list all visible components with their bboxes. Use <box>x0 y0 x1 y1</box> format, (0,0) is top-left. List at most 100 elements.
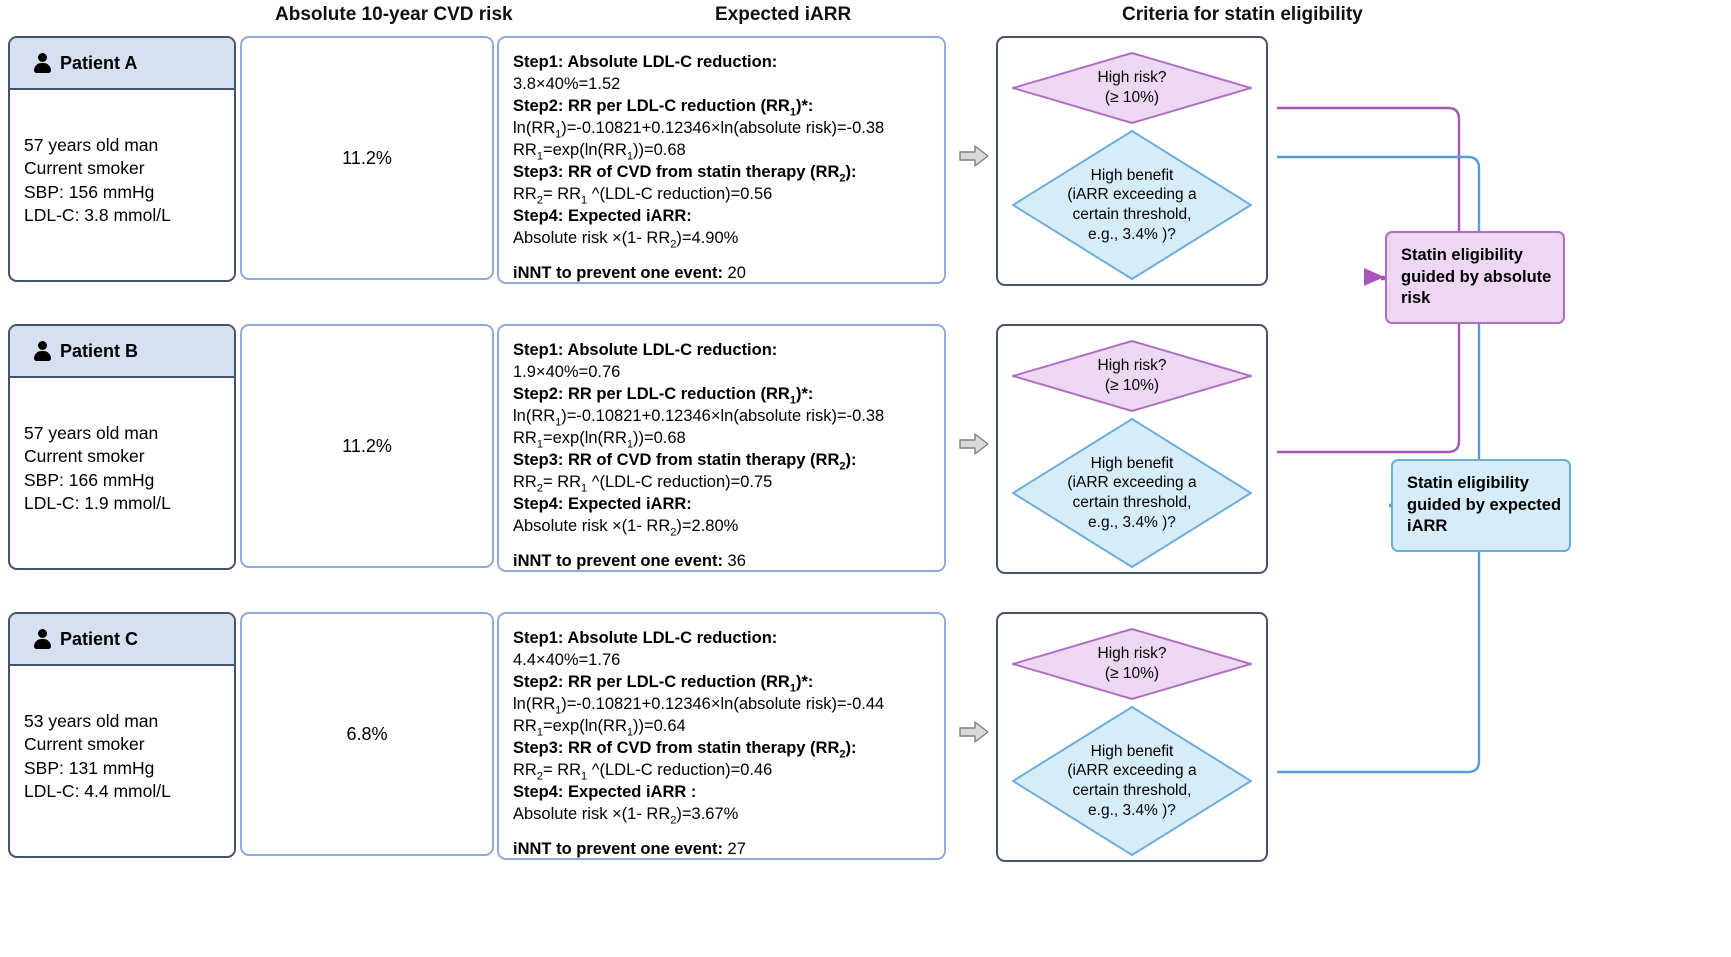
step1-value: 3.8×40%=1.52 <box>513 74 621 93</box>
rr2-value: 0.75 <box>740 472 773 491</box>
high-benefit-line1: High benefit <box>1090 454 1174 472</box>
iarr-calculation-box: Step1: Absolute LDL-C reduction: 3.8×40%… <box>497 36 946 284</box>
person-icon <box>34 53 51 73</box>
absolute-risk-box: 11.2% <box>240 36 494 280</box>
step4-iarr-value: Absolute risk ×(1- RR2)=3.67% <box>513 804 739 826</box>
outcome-absolute-risk-label: Statin eligibility guided by absolute ri… <box>1401 246 1552 308</box>
step4-label: Step4: Expected iARR: <box>513 494 692 513</box>
high-risk-line1: High risk? <box>1097 357 1167 375</box>
ln-value: -0.44 <box>846 694 885 713</box>
absolute-risk-value: 11.2% <box>342 435 392 456</box>
outcome-expected-iarr-label: Statin eligibility guided by expected iA… <box>1407 474 1562 536</box>
patient-name: Patient A <box>60 52 138 73</box>
high-benefit-diamond: High benefit (iARR exceeding a certain t… <box>1012 418 1252 568</box>
demographic-line: LDL-C: 3.8 mmol/L <box>24 204 171 225</box>
step1-label: Step1: Absolute LDL-C reduction: <box>513 629 778 647</box>
patient-card-header: Patient A <box>10 38 234 90</box>
demographic-line: 53 years old man <box>24 711 159 731</box>
demographic-line: 57 years old man <box>24 423 159 443</box>
innt-value: 36 <box>727 552 746 571</box>
high-benefit-line1: High benefit <box>1090 742 1174 760</box>
iarr-calculation-box: Step1: Absolute LDL-C reduction: 4.4×40%… <box>497 612 946 860</box>
high-benefit-line4: e.g., 3.4% )? <box>1088 513 1176 531</box>
step4-label: Step4: Expected iARR: <box>513 206 692 225</box>
block-arrow-right-icon <box>959 145 989 167</box>
step1-label: Step1: Absolute LDL-C reduction: <box>513 341 778 359</box>
step2-label: Step2: RR per LDL-C reduction (RR1)*: <box>513 384 814 407</box>
high-risk-line2: (≥ 10%) <box>1104 89 1160 106</box>
absolute-risk-value: 11.2% <box>342 147 392 168</box>
step1-value: 4.4×40%=1.76 <box>513 650 621 669</box>
ln-value: -0.38 <box>846 118 885 137</box>
person-icon <box>34 629 51 649</box>
high-benefit-diamond-text: High benefit (iARR exceeding a certain t… <box>1061 454 1202 533</box>
demographic-line: LDL-C: 1.9 mmol/L <box>24 492 171 513</box>
high-benefit-line3: certain threshold, <box>1072 206 1192 223</box>
step3-rr2-value: RR2= RR1 ^(LDL-C reduction)=0.75 <box>513 472 773 494</box>
demographic-line: SBP: 156 mmHg <box>24 181 155 202</box>
high-risk-line2: (≥ 10%) <box>1104 377 1160 394</box>
high-benefit-diamond-text: High benefit (iARR exceeding a certain t… <box>1061 742 1202 821</box>
step3-label: Step3: RR of CVD from statin therapy (RR… <box>513 450 857 472</box>
high-risk-line1: High risk? <box>1097 645 1167 663</box>
patient-card-header: Patient B <box>10 326 234 378</box>
outcome-box-absolute-risk[interactable]: Statin eligibility guided by absolute ri… <box>1385 231 1565 324</box>
step2-label: Step2: RR per LDL-C reduction (RR1)*: <box>513 672 814 695</box>
high-risk-diamond-text: High risk? (≥ 10%) <box>1092 68 1173 107</box>
patient-card[interactable]: Patient A 57 years old man Current smoke… <box>8 36 236 282</box>
high-benefit-line3: certain threshold, <box>1072 782 1192 799</box>
patient-name: Patient C <box>60 628 139 649</box>
rr1-value: 0.68 <box>653 428 686 447</box>
column-header-absolute-risk: Absolute 10-year CVD risk <box>275 4 513 25</box>
person-icon <box>34 341 51 361</box>
criteria-box: High risk? (≥ 10%) High benefit (iARR ex… <box>996 36 1268 286</box>
demographic-line: Current smoker <box>24 446 145 467</box>
patient-demographics: 57 years old man Current smoker SBP: 166… <box>10 378 234 515</box>
innt-label: iNNT to prevent one event: <box>513 552 723 571</box>
high-benefit-line4: e.g., 3.4% )? <box>1088 801 1176 819</box>
innt-row: iNNT to prevent one event: 27 <box>513 839 944 861</box>
step4-iarr-value: Absolute risk ×(1- RR2)=4.90% <box>513 228 739 250</box>
demographic-line: Current smoker <box>24 734 145 755</box>
high-benefit-diamond: High benefit (iARR exceeding a certain t… <box>1012 706 1252 856</box>
step2-label: Step2: RR per LDL-C reduction (RR1)*: <box>513 96 814 119</box>
high-risk-diamond-text: High risk? (≥ 10%) <box>1092 356 1173 395</box>
rr1-value: 0.64 <box>653 716 686 735</box>
step2-rr1-value: RR1=exp(ln(RR1))=0.68 <box>513 140 686 163</box>
outcome-box-expected-iarr[interactable]: Statin eligibility guided by expected iA… <box>1391 459 1571 552</box>
patient-name: Patient B <box>60 340 139 361</box>
demographic-line: SBP: 166 mmHg <box>24 469 155 490</box>
high-benefit-line1: High benefit <box>1090 166 1174 184</box>
high-risk-line1: High risk? <box>1097 69 1167 87</box>
step4-label: Step4: Expected iARR : <box>513 782 697 801</box>
rr1-value: 0.68 <box>653 140 686 159</box>
iarr-value: 2.80% <box>691 516 739 535</box>
block-arrow-right-icon <box>959 721 989 743</box>
step4-iarr-value: Absolute risk ×(1- RR2)=2.80% <box>513 516 739 538</box>
patient-demographics: 53 years old man Current smoker SBP: 131… <box>10 666 234 803</box>
high-benefit-line2: (iARR exceeding a <box>1067 762 1197 780</box>
innt-value: 20 <box>727 264 746 283</box>
high-benefit-line4: e.g., 3.4% )? <box>1088 225 1176 243</box>
demographic-line: SBP: 131 mmHg <box>24 757 155 778</box>
innt-value: 27 <box>727 840 746 859</box>
high-risk-diamond: High risk? (≥ 10%) <box>1012 52 1252 124</box>
iarr-calculation-box: Step1: Absolute LDL-C reduction: 1.9×40%… <box>497 324 946 572</box>
patient-card[interactable]: Patient B 57 years old man Current smoke… <box>8 324 236 570</box>
high-benefit-line3: certain threshold, <box>1072 494 1192 511</box>
high-risk-line2: (≥ 10%) <box>1104 665 1160 682</box>
demographic-line: Current smoker <box>24 158 145 179</box>
step3-rr2-value: RR2= RR1 ^(LDL-C reduction)=0.56 <box>513 184 773 206</box>
rr2-value: 0.56 <box>740 184 773 203</box>
absolute-risk-box: 11.2% <box>240 324 494 568</box>
rr2-value: 0.46 <box>740 760 773 779</box>
high-risk-diamond: High risk? (≥ 10%) <box>1012 628 1252 700</box>
absolute-risk-box: 6.8% <box>240 612 494 856</box>
step3-label: Step3: RR of CVD from statin therapy (RR… <box>513 738 857 760</box>
iarr-value: 3.67% <box>691 804 739 823</box>
step1-value: 1.9×40%=0.76 <box>513 362 621 381</box>
innt-row: iNNT to prevent one event: 36 <box>513 551 944 573</box>
demographic-line: 57 years old man <box>24 135 159 155</box>
patient-card[interactable]: Patient C 53 years old man Current smoke… <box>8 612 236 858</box>
